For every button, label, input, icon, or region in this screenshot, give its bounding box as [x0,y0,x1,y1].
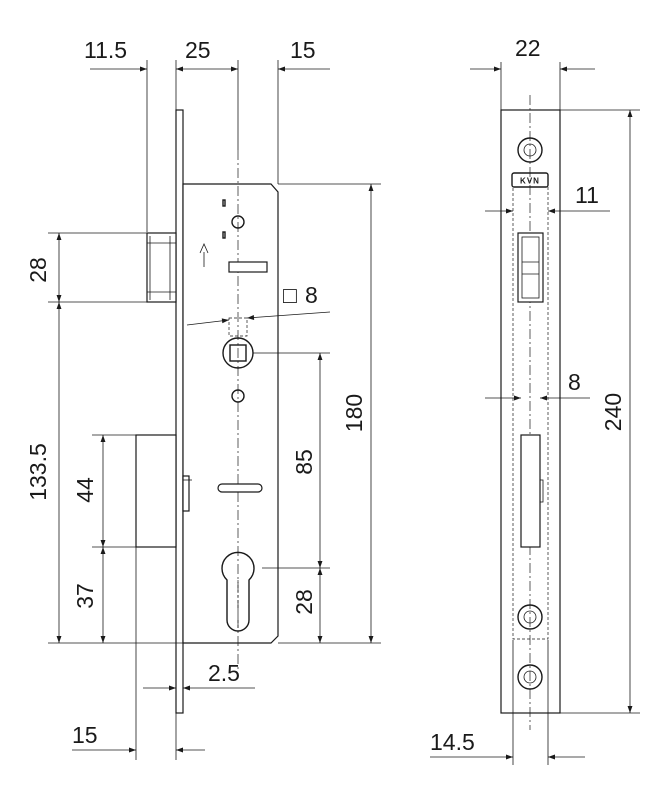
dim-square-size-label: 8 [305,282,318,308]
dead-bolt [135,434,177,548]
kvn-logo: KVN [511,172,549,188]
latch-bolt [146,232,177,303]
dim-bolt-height-label: 44 [72,477,98,503]
dim-plate-width [470,62,595,110]
front-view: 11.5 25 15 28 133.5 44 37 [25,37,381,760]
dim-square-symbol: □ [283,282,297,308]
dim-slot-width-label: 8 [568,369,581,395]
dim-hole-spacing-label: 11 [575,182,599,208]
dim-bolt-height [92,434,136,548]
top-screw-hole [231,215,245,229]
dim-body-height-label: 180 [341,394,367,432]
dim-backset-right: 15 [290,37,316,63]
dim-plate-thickness-label: 2.5 [208,660,240,686]
dim-top-chain [90,60,330,232]
side-top-screw [517,137,543,163]
side-view: KVN 22 [430,35,640,765]
latch-catch [182,475,192,512]
dim-latch-height [48,232,147,303]
dim-total-offset [48,302,183,644]
top-marker-1 [222,199,226,207]
lock-case [182,183,279,644]
faceplate [175,109,184,714]
dim-backset-mid: 25 [185,37,211,63]
side-latch-window [517,232,544,303]
dim-bolt-throw [72,547,205,760]
dim-bottom-offset [430,640,585,765]
dim-cylinder-to-bottom-label: 28 [291,589,317,615]
latch-lever-slot [228,261,268,273]
side-bottom-screw [517,664,543,690]
dim-plate-width-label: 22 [515,35,541,61]
dim-total-offset-label: 133.5 [25,443,51,501]
cylinder-cutout [221,551,255,632]
side-lower-screw [517,604,543,630]
side-bolt-window [520,434,544,548]
middle-screw-hole [231,389,245,403]
dim-plate-length [560,109,640,714]
dim-bottom-offset-label: 14.5 [430,729,475,755]
dim-plate-thickness [143,650,255,760]
dim-body-height [278,183,381,644]
dim-bolt-throw-label: 15 [72,722,98,748]
dim-handle-to-cylinder-label: 85 [291,449,317,475]
top-marker-2 [222,231,226,239]
dim-backset-left: 11.5 [84,37,127,63]
dim-bolt-to-bottom-label: 37 [72,583,98,609]
dim-plate-length-label: 240 [600,393,626,431]
dim-latch-height-label: 28 [25,257,51,283]
kvn-logo-text: KVN [520,177,540,186]
handle-slot [217,483,263,493]
up-arrow-icon [199,243,209,254]
side-faceplate [500,109,561,714]
dim-square-size [186,311,331,326]
